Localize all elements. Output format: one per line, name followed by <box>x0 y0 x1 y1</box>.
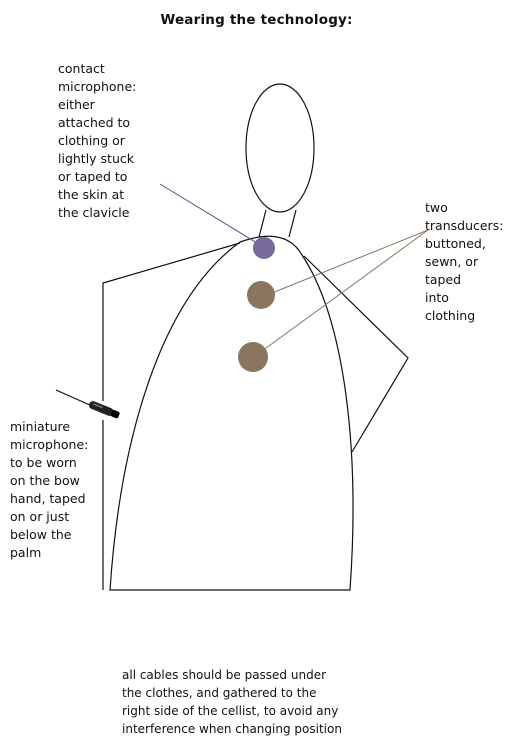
transducer-pointer-lower <box>262 230 428 351</box>
neck-left-line <box>259 210 266 237</box>
mini-mic-label: miniature microphone: to be worn on the … <box>10 418 88 562</box>
transducer-dot-upper <box>247 281 275 309</box>
contact-mic-label: contact microphone: either attached to c… <box>58 60 136 222</box>
mini-mic-cable <box>56 390 92 406</box>
transducers-label: two transducers: buttoned, sewn, or tape… <box>425 199 503 325</box>
mini-mic-icon <box>88 400 121 419</box>
contact-mic-dot <box>253 237 275 259</box>
torso-outline <box>110 236 353 590</box>
cables-note: all cables should be passed under the cl… <box>122 666 342 738</box>
right-arm-line <box>304 256 408 452</box>
head-outline <box>246 84 314 212</box>
transducer-pointer-upper <box>272 230 428 293</box>
neck-right-line <box>289 210 296 237</box>
left-arm-line <box>103 243 240 401</box>
transducer-dot-lower <box>238 342 268 372</box>
contact-mic-pointer <box>160 184 262 246</box>
